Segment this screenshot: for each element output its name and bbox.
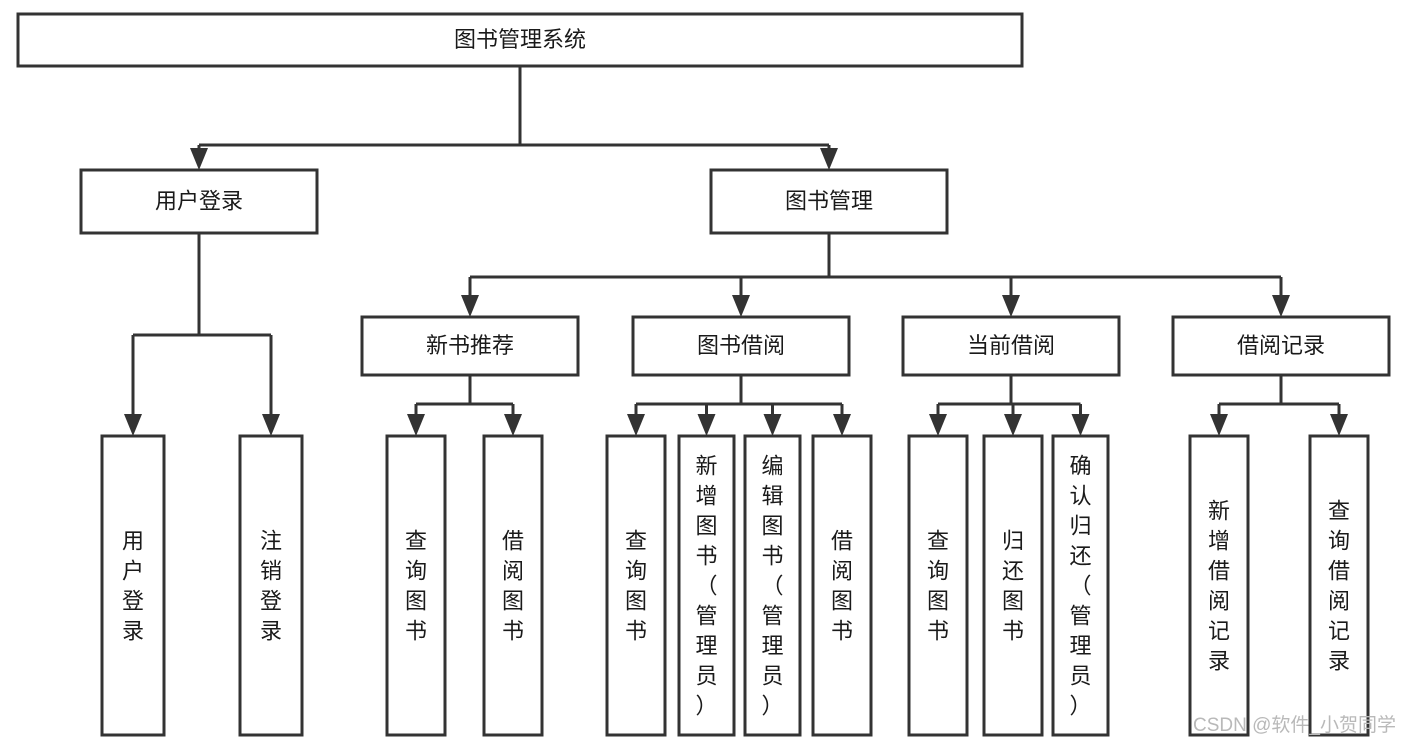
node-label: 查询图书 (625, 529, 647, 644)
arrow-head-icon (697, 414, 716, 436)
node-new-book-rec[interactable]: 新书推荐 (360, 315, 580, 377)
node-label: 用户登录 (122, 529, 144, 644)
node-label: 图书管理系统 (454, 27, 586, 52)
node-box (907, 434, 969, 737)
node-leaf-borrow-book-rec[interactable]: 借阅图书 (482, 434, 544, 737)
node-label: 编辑图书（管理员） (761, 454, 783, 719)
node-label: 确认归还（管理员） (1069, 454, 1091, 719)
edge-group-book-borrow (627, 375, 851, 436)
edge-group-root (190, 66, 838, 170)
node-box (811, 434, 873, 737)
node-leaf-add-book[interactable]: 新增图书（管理员） (677, 434, 736, 737)
node-label: 用户登录 (155, 188, 243, 213)
arrow-head-icon (929, 414, 947, 436)
node-leaf-return-book[interactable]: 归还图书 (982, 434, 1044, 737)
arrow-head-icon (1272, 295, 1290, 317)
edge-group-book-manage (461, 233, 1290, 317)
node-leaf-borrow-book[interactable]: 借阅图书 (811, 434, 873, 737)
node-label: 借阅图书 (831, 529, 853, 644)
connector-layer (124, 66, 1348, 436)
node-box (743, 434, 802, 737)
node-box (1188, 434, 1250, 737)
node-box (1308, 434, 1370, 737)
edge-group-user-login (124, 233, 280, 436)
node-current-borrow[interactable]: 当前借阅 (901, 315, 1121, 377)
node-box (16, 12, 1024, 68)
edge-group-borrow-record (1210, 375, 1348, 436)
node-box (709, 168, 949, 235)
node-label: 当前借阅 (967, 333, 1055, 358)
node-label: 图书管理 (785, 188, 873, 213)
node-label: 新书推荐 (426, 333, 514, 358)
node-book-borrow[interactable]: 图书借阅 (631, 315, 851, 377)
node-leaf-query-record[interactable]: 查询借阅记录 (1308, 434, 1370, 737)
node-label: 查询图书 (927, 529, 949, 644)
arrow-head-icon (1002, 295, 1020, 317)
node-leaf-add-record[interactable]: 新增借阅记录 (1188, 434, 1250, 737)
watermark-label: CSDN @软件_小贺同学 (1193, 714, 1396, 736)
node-box (631, 315, 851, 377)
arrow-head-icon (262, 414, 280, 436)
node-box (238, 434, 304, 737)
node-leaf-confirm-return[interactable]: 确认归还（管理员） (1051, 434, 1110, 737)
node-label: 查询图书 (405, 529, 427, 644)
arrow-head-icon (1071, 414, 1090, 436)
node-box (677, 434, 736, 737)
node-box (1051, 434, 1110, 737)
node-label: 图书借阅 (697, 333, 785, 358)
arrow-head-icon (732, 295, 750, 317)
node-label: 借阅图书 (502, 529, 524, 644)
node-box (901, 315, 1121, 377)
arrow-head-icon (407, 414, 425, 436)
arrow-head-icon (1330, 414, 1348, 436)
arrow-head-icon (833, 414, 851, 436)
arrow-head-icon (504, 414, 522, 436)
node-label: 新增图书（管理员） (695, 454, 717, 719)
arrow-head-icon (1210, 414, 1228, 436)
node-layer: 图书管理系统用户登录图书管理新书推荐图书借阅当前借阅借阅记录用户登录注销登录查询… (16, 12, 1391, 737)
arrow-head-icon (124, 414, 142, 436)
arrow-head-icon (820, 148, 838, 170)
node-borrow-record[interactable]: 借阅记录 (1171, 315, 1391, 377)
arrow-head-icon (190, 148, 208, 170)
node-box (1171, 315, 1391, 377)
edge-group-new-book-rec (407, 375, 522, 436)
node-leaf-user-login[interactable]: 用户登录 (100, 434, 166, 737)
node-box (79, 168, 319, 235)
node-book-manage[interactable]: 图书管理 (709, 168, 949, 235)
node-box (982, 434, 1044, 737)
node-user-login[interactable]: 用户登录 (79, 168, 319, 235)
node-leaf-query-book-current[interactable]: 查询图书 (907, 434, 969, 737)
node-box (100, 434, 166, 737)
edge-group-current-borrow (929, 375, 1090, 436)
node-leaf-query-book-borrow[interactable]: 查询图书 (605, 434, 667, 737)
arrow-head-icon (461, 295, 479, 317)
node-leaf-query-book-rec[interactable]: 查询图书 (385, 434, 447, 737)
node-root[interactable]: 图书管理系统 (16, 12, 1024, 68)
node-box (605, 434, 667, 737)
node-box (482, 434, 544, 737)
node-label: 借阅记录 (1237, 333, 1325, 358)
node-box (385, 434, 447, 737)
node-label: 查询借阅记录 (1328, 499, 1350, 674)
node-leaf-edit-book[interactable]: 编辑图书（管理员） (743, 434, 802, 737)
node-box (360, 315, 580, 377)
node-leaf-user-logout[interactable]: 注销登录 (238, 434, 304, 737)
arrow-head-icon (763, 414, 782, 436)
node-label: 注销登录 (260, 529, 282, 644)
arrow-head-icon (627, 414, 645, 436)
node-label: 归还图书 (1002, 529, 1024, 644)
arrow-head-icon (1004, 414, 1022, 436)
node-label: 新增借阅记录 (1208, 499, 1230, 674)
